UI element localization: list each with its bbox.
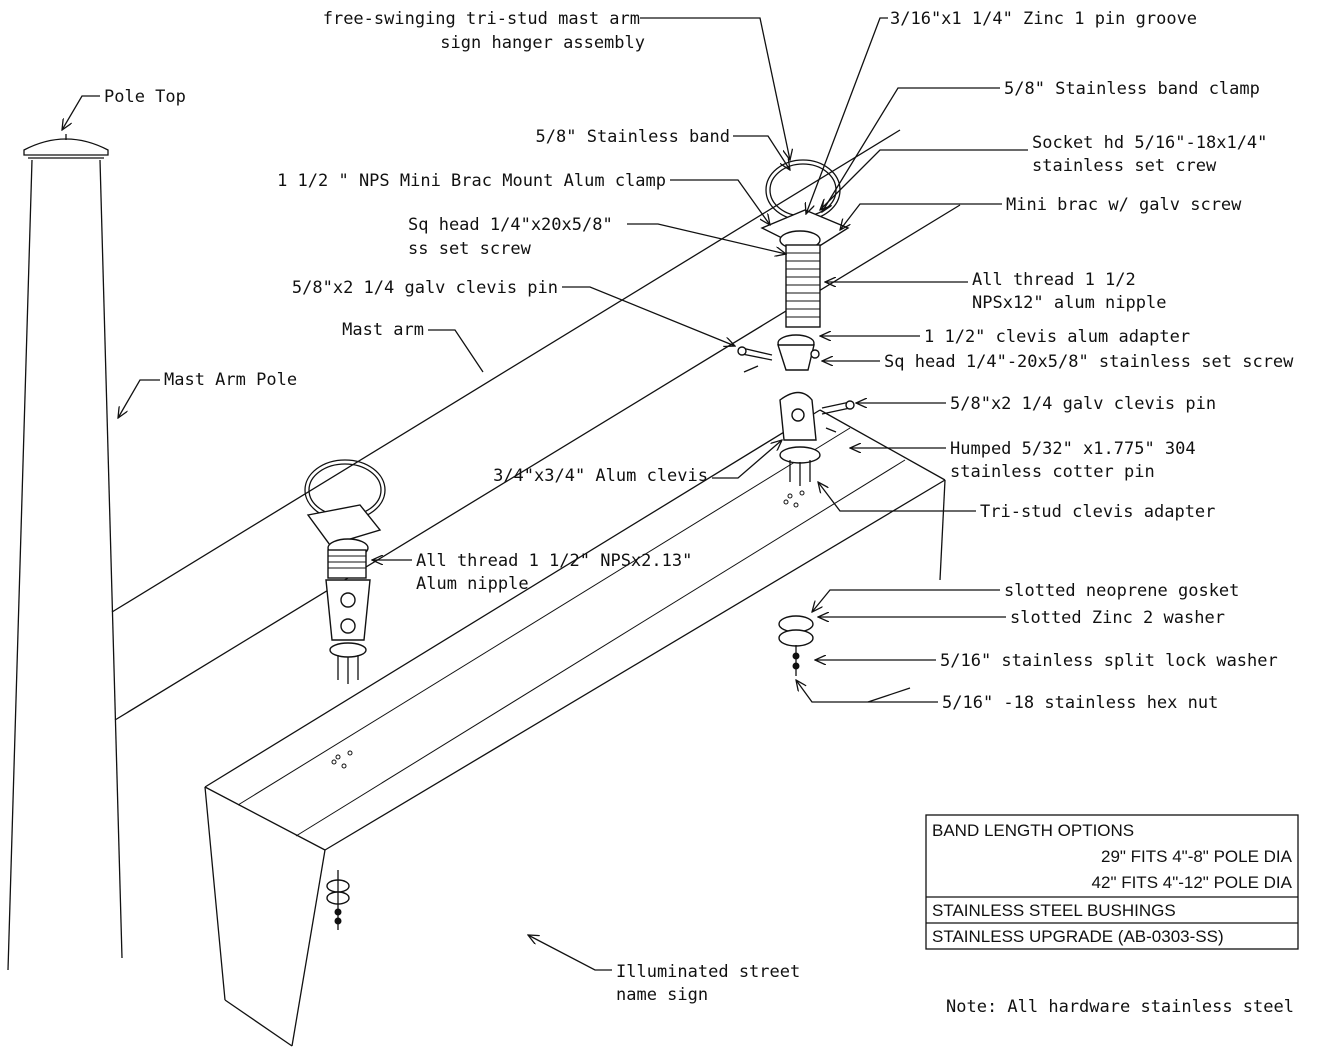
leader-lines [62,17,1028,971]
label-all-thread-12-2: NPSx12" alum nipple [972,293,1166,313]
label-mast-arm-pole: Mast Arm Pole [164,370,297,390]
label-nps-clamp: 1 1/2 " NPS Mini Brac Mount Alum clamp [277,171,666,191]
label-stainless-band: 5/8" Stainless band [536,127,730,147]
label-free-swinging-2: sign hanger assembly [440,33,645,53]
mast-arm-pole [7,134,123,971]
label-humped: Humped 5/32" x1.775" 304 [950,439,1196,459]
label-socket-hd: Socket hd 5/16"-18x1/4" [1032,133,1267,153]
label-humped-2: stainless cotter pin [950,462,1155,482]
band-length-options-table: BAND LENGTH OPTIONS 29" FITS 4"-8" POLE … [925,814,1299,950]
label-all-thread-12: All thread 1 1/2 [972,270,1136,290]
label-free-swinging: free-swinging tri-stud mast arm [323,9,640,29]
label-zinc-pin-groove: 3/16"x1 1/4" Zinc 1 pin groove [890,9,1197,29]
label-zinc-washer: slotted Zinc 2 washer [1010,608,1225,628]
label-street-sign: Illuminated street [616,962,800,982]
label-tri-stud: Tri-stud clevis adapter [980,502,1215,522]
left-hanger-assembly [304,459,386,684]
label-all-thread-213-2: Alum nipple [416,574,529,594]
label-band-clamp: 5/8" Stainless band clamp [1004,79,1260,99]
label-all-thread-213: All thread 1 1/2" NPSx2.13" [416,551,692,571]
label-pole-top: Pole Top [104,87,186,107]
label-neoprene: slotted neoprene gosket [1004,581,1239,601]
table-row-29: 29" FITS 4"-8" POLE DIA [1101,847,1293,866]
label-clevis-pin-right: 5/8"x2 1/4 galv clevis pin [950,394,1216,414]
label-mast-arm: Mast arm [342,320,424,340]
label-clevis-pin-left: 5/8"x2 1/4 galv clevis pin [292,278,558,298]
label-hex-nut: 5/16" -18 stainless hex nut [942,693,1218,713]
label-socket-hd-2: stainless set crew [1032,156,1217,176]
label-sq-head: Sq head 1/4"x20x5/8" [408,215,613,235]
label-alum-clevis: 3/4"x3/4" Alum clevis [493,466,708,486]
illuminated-street-name-sign [204,409,946,1047]
label-clevis-adapter: 1 1/2" clevis alum adapter [924,327,1190,347]
label-sq-head-2: ss set screw [408,239,532,259]
label-mini-brac: Mini brac w/ galv screw [1006,195,1242,215]
label-sq-head-ss: Sq head 1/4"-20x5/8" stainless set screw [884,352,1294,372]
right-hanger-assembly [737,159,855,676]
table-row-42: 42" FITS 4"-12" POLE DIA [1092,873,1293,892]
table-upgrade: STAINLESS UPGRADE (AB-0303-SS) [932,927,1224,946]
table-bushings: STAINLESS STEEL BUSHINGS [932,901,1176,920]
label-lock-washer: 5/16" stainless split lock washer [940,651,1278,671]
label-street-sign-2: name sign [616,985,708,1005]
note-text: Note: All hardware stainless steel [946,997,1294,1017]
table-title: BAND LENGTH OPTIONS [932,821,1134,840]
callout-labels: free-swinging tri-stud mast arm sign han… [104,9,1294,1017]
